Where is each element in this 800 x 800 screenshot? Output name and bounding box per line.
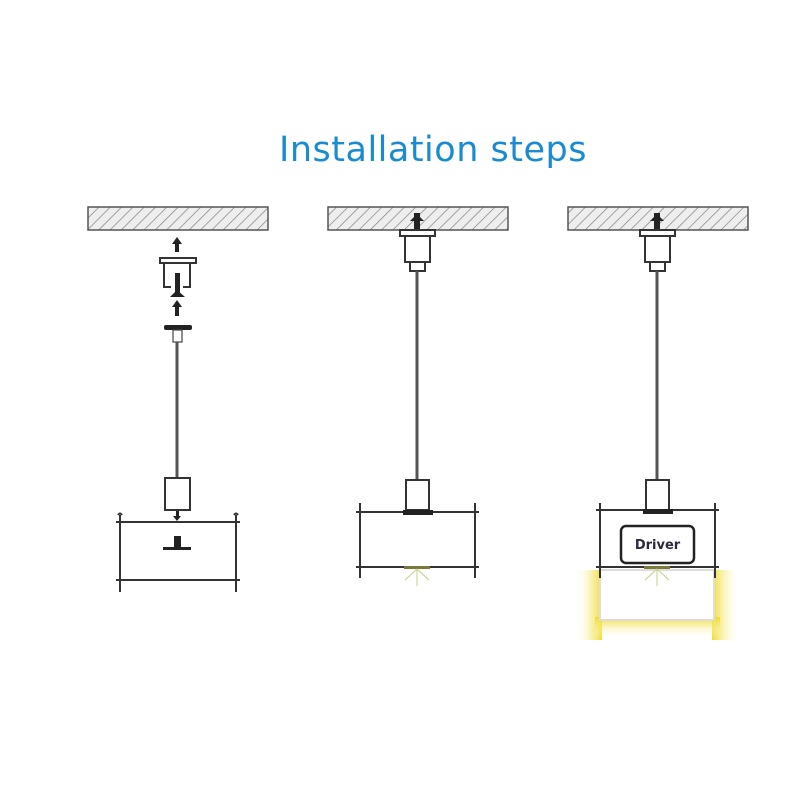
step-3: Driver bbox=[567, 206, 749, 640]
page-title: Installation steps bbox=[279, 130, 587, 170]
screw-icon bbox=[410, 213, 424, 233]
arrow-up-icon bbox=[172, 300, 182, 316]
cable-top-fitting bbox=[172, 329, 183, 343]
cap-fitting bbox=[409, 261, 426, 272]
cap-body bbox=[404, 235, 431, 263]
driver-label: Driver bbox=[635, 538, 681, 553]
washer bbox=[164, 325, 192, 330]
cable-connector bbox=[164, 477, 191, 511]
cap-body bbox=[644, 235, 671, 263]
arrow-up-icon bbox=[172, 237, 182, 252]
profile bbox=[356, 503, 479, 586]
ceiling-cap bbox=[159, 257, 197, 288]
step-2 bbox=[327, 206, 509, 586]
step-1 bbox=[87, 206, 269, 592]
cable-connector bbox=[645, 479, 670, 511]
screw-icon bbox=[170, 273, 185, 297]
driver-box: Driver bbox=[619, 524, 696, 565]
profile bbox=[596, 503, 719, 586]
light-rays bbox=[404, 568, 430, 586]
cap-fitting bbox=[649, 261, 666, 272]
screw-icon bbox=[650, 213, 664, 233]
profile bbox=[116, 512, 240, 592]
cable-connector bbox=[405, 479, 430, 511]
ceiling bbox=[87, 206, 269, 231]
arrow-down-icon bbox=[173, 511, 181, 521]
